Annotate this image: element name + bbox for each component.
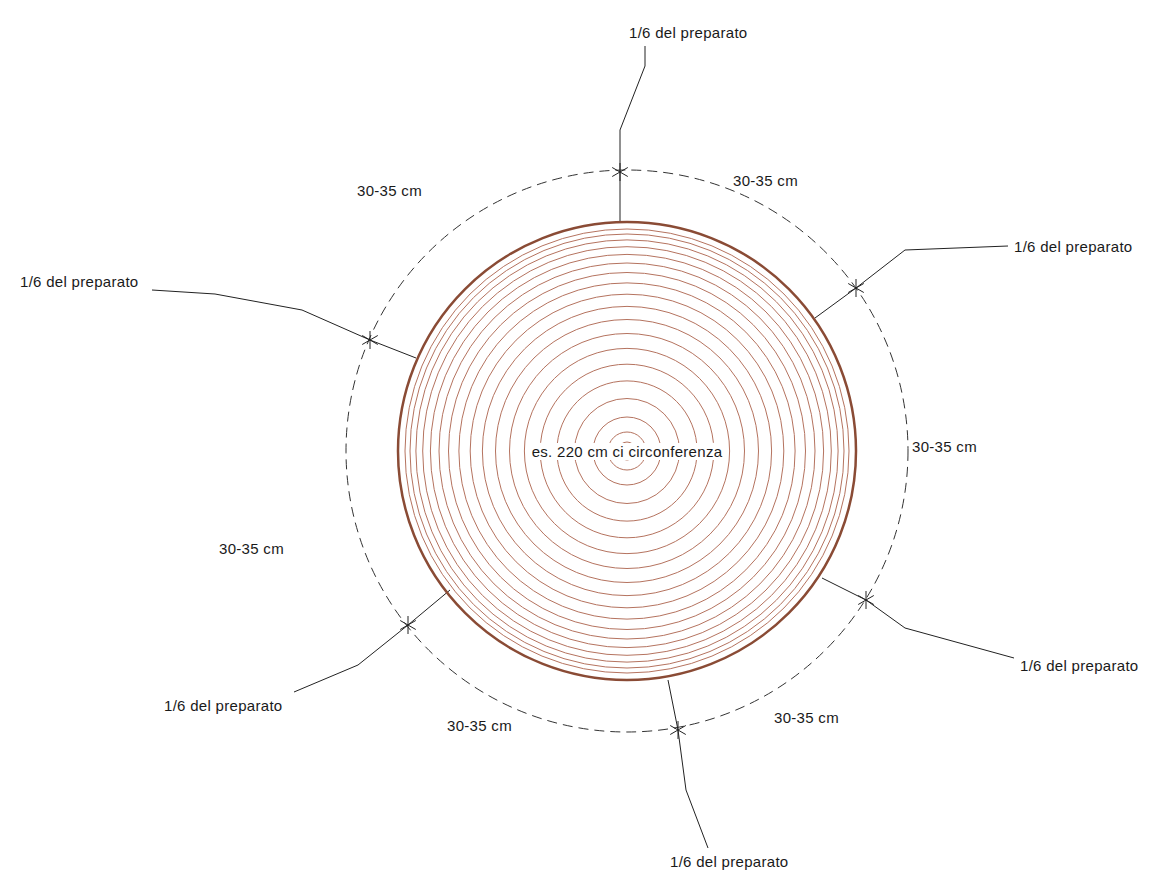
point-star bbox=[848, 284, 864, 293]
point-star bbox=[858, 596, 874, 605]
dose-note: 1/6 del preparato bbox=[162, 697, 285, 714]
point-star bbox=[848, 284, 864, 293]
application-circle bbox=[346, 170, 908, 732]
growth-ring bbox=[459, 283, 795, 619]
point-star bbox=[362, 336, 378, 345]
growth-ring bbox=[430, 254, 823, 647]
dose-note: 1/6 del preparato bbox=[1018, 657, 1141, 674]
growth-ring bbox=[416, 240, 838, 662]
growth-ring bbox=[410, 234, 844, 668]
point-star bbox=[362, 336, 378, 345]
spacing-dimension: 30-35 cm bbox=[445, 717, 514, 734]
growth-ring bbox=[439, 263, 815, 639]
growth-ring bbox=[423, 247, 832, 656]
spacing-dimension: 30-35 cm bbox=[217, 540, 286, 557]
spacing-dimension: 30-35 cm bbox=[731, 172, 800, 189]
point-star bbox=[858, 596, 874, 605]
dose-note: 1/6 del preparato bbox=[627, 24, 750, 41]
dose-note: 1/6 del preparato bbox=[1012, 238, 1135, 255]
circumference-note: es. 220 cm ci circonferenza bbox=[530, 443, 725, 460]
point-star bbox=[670, 726, 686, 735]
point-star bbox=[612, 168, 628, 177]
growth-ring bbox=[470, 294, 784, 608]
growth-ring bbox=[510, 334, 745, 569]
trunk-section: es. 220 cm ci circonferenza bbox=[396, 220, 858, 682]
spacing-dimension: 30-35 cm bbox=[355, 182, 424, 199]
growth-ring bbox=[524, 348, 729, 553]
point-star bbox=[670, 726, 686, 735]
point-star bbox=[612, 168, 628, 177]
growth-ring bbox=[482, 306, 771, 595]
spacing-dimension: 30-35 cm bbox=[772, 709, 841, 726]
point-star bbox=[400, 621, 416, 630]
growth-ring bbox=[449, 273, 806, 630]
dose-note: 1/6 del preparato bbox=[18, 273, 141, 290]
leader-lines bbox=[152, 46, 1014, 848]
growth-ring bbox=[496, 320, 759, 583]
spacing-dimension: 30-35 cm bbox=[910, 438, 979, 455]
dose-note: 1/6 del preparato bbox=[668, 853, 791, 870]
application-points bbox=[362, 163, 874, 739]
growth-ring bbox=[405, 229, 849, 673]
bark-outline bbox=[398, 222, 856, 680]
point-star bbox=[400, 621, 416, 630]
